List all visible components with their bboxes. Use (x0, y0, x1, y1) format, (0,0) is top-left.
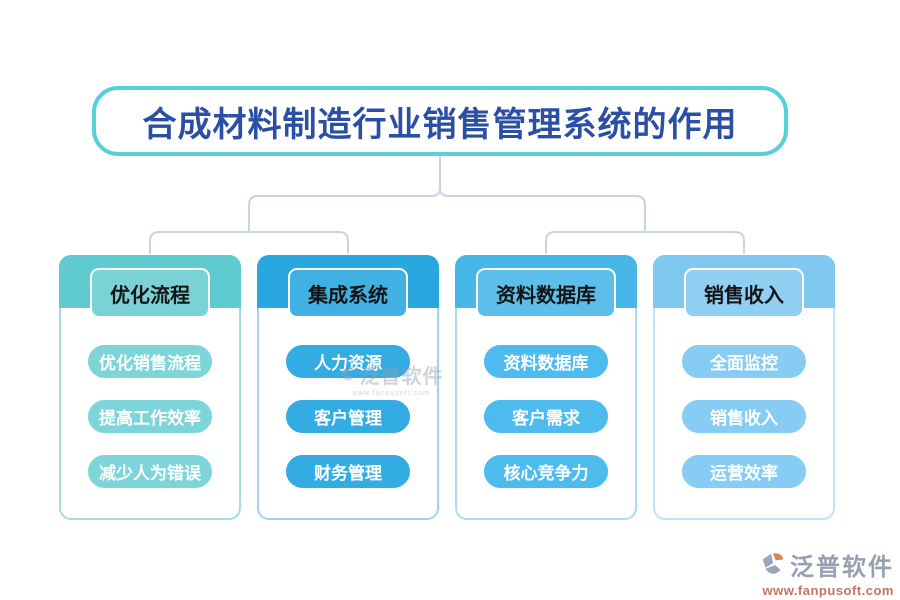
connector-branch-right (439, 155, 646, 233)
fanpu-logo-name: 泛普软件 (790, 554, 894, 581)
branch-card-sales-revenue: 销售收入 全面监控 销售收入 运营效率 (653, 255, 835, 520)
branch-card-system-integration: 集成系统 人力资源 客户管理 财务管理 (257, 255, 439, 520)
branch-item: 人力资源 (284, 343, 412, 380)
diagram-title: 合成材料制造行业销售管理系统的作用 (92, 86, 788, 156)
branch-card-process-optimization: 优化流程 优化销售流程 提高工作效率 减少人为错误 (59, 255, 241, 520)
branch-header-label: 优化流程 (90, 268, 210, 318)
branch-item: 提高工作效率 (86, 398, 214, 435)
branch-item-list: 全面监控 销售收入 运营效率 (655, 343, 833, 490)
branch-item-list: 优化销售流程 提高工作效率 减少人为错误 (61, 343, 239, 490)
branch-item: 资料数据库 (482, 343, 610, 380)
branch-item: 客户管理 (284, 398, 412, 435)
fanpu-logo: 泛普软件 www.fanpusoft.com (759, 547, 894, 598)
branch-item-list: 人力资源 客户管理 财务管理 (259, 343, 437, 490)
branch-header-label: 资料数据库 (476, 268, 616, 318)
branch-item: 客户需求 (482, 398, 610, 435)
fanpu-logo-icon (762, 552, 784, 574)
connector-branch-left (248, 155, 441, 233)
fanpu-logo-url: www.fanpusoft.com (762, 583, 894, 598)
connector-bracket-right (545, 231, 745, 254)
branch-header-label: 集成系统 (288, 268, 408, 318)
branch-item: 运营效率 (680, 453, 808, 490)
branch-item: 优化销售流程 (86, 343, 214, 380)
branch-item: 财务管理 (284, 453, 412, 490)
branch-item: 核心竞争力 (482, 453, 610, 490)
branch-header-label: 销售收入 (684, 268, 804, 318)
fanpu-logo-row: 泛普软件 (759, 547, 894, 582)
branch-item-list: 资料数据库 客户需求 核心竞争力 (457, 343, 635, 490)
diagram-title-text: 合成材料制造行业销售管理系统的作用 (142, 105, 738, 144)
branch-item: 全面监控 (680, 343, 808, 380)
branch-item: 销售收入 (680, 398, 808, 435)
connector-bracket-left (149, 231, 349, 254)
branch-card-data-database: 资料数据库 资料数据库 客户需求 核心竞争力 (455, 255, 637, 520)
branch-item: 减少人为错误 (86, 453, 214, 490)
